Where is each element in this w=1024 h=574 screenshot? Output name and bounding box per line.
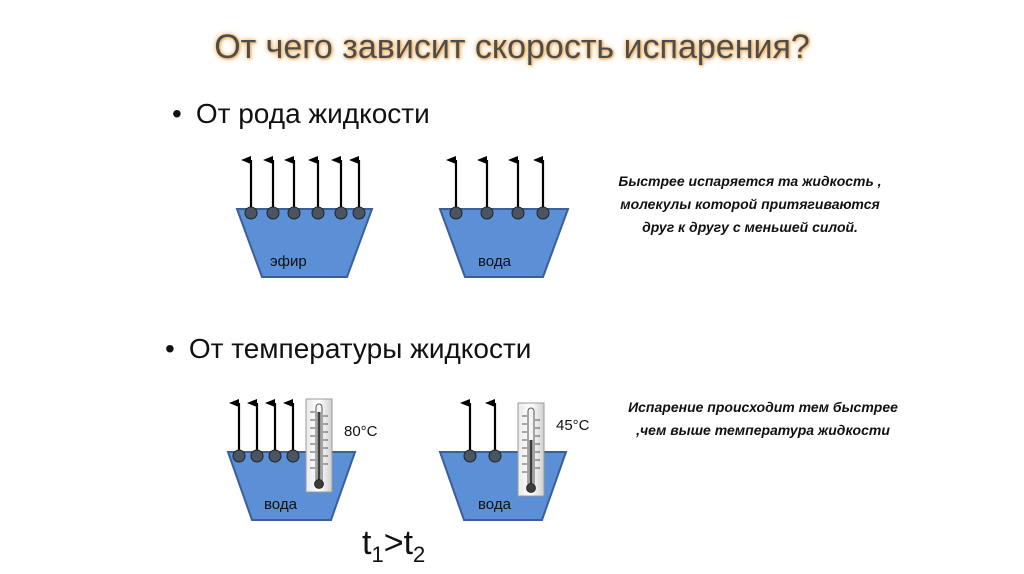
evaporation-arrows xyxy=(241,156,361,210)
molecules xyxy=(232,449,300,463)
formula-operator: > xyxy=(383,524,404,562)
heading-liquid-type: От рода жидкости xyxy=(195,98,430,129)
thermometer-icon xyxy=(305,398,333,493)
temperature-label-hot: 80°C xyxy=(344,423,378,440)
bullet-liquid-type: • От рода жидкости xyxy=(172,98,430,130)
molecules xyxy=(449,206,550,220)
vessel-label-water: вода xyxy=(478,496,512,513)
temperature-formula: t1>t2 xyxy=(362,524,425,568)
vessel-water-hot: 80°C вода xyxy=(226,398,378,521)
temperature-label-warm: 45°C xyxy=(556,417,590,434)
formula-t2: t xyxy=(403,524,414,562)
page-title: От чего зависит скорость испарения? xyxy=(214,28,810,66)
vessel-label-ether: эфир xyxy=(270,253,307,270)
molecules xyxy=(463,449,502,463)
vessel-label-water: вода xyxy=(478,253,512,270)
bullet-dot: • xyxy=(172,98,182,129)
formula-sub-2: 2 xyxy=(413,541,426,567)
molecules xyxy=(244,206,366,220)
vessel-water-warm: 45°C вода xyxy=(438,399,590,521)
formula-t1: t xyxy=(362,524,372,562)
evaporation-arrows xyxy=(460,399,497,453)
note-liquid-type: Быстрее испаряется та жидкость , молекул… xyxy=(618,173,882,235)
bullet-dot: • xyxy=(165,333,175,364)
vessel-label-water: вода xyxy=(264,496,298,513)
heading-temperature: От температуры жидкости xyxy=(188,333,532,364)
evaporation-arrows xyxy=(229,399,295,453)
thermometer-icon xyxy=(517,402,545,497)
vessel-ether: эфир xyxy=(235,156,374,278)
note-temperature: Испарение происходит тем быстрее ,чем вы… xyxy=(628,399,898,438)
vessel-water-1: вода xyxy=(438,156,570,278)
evaporation-arrows xyxy=(446,156,545,210)
formula-sub-1: 1 xyxy=(371,541,384,567)
bullet-temperature: • От температуры жидкости xyxy=(165,333,531,365)
